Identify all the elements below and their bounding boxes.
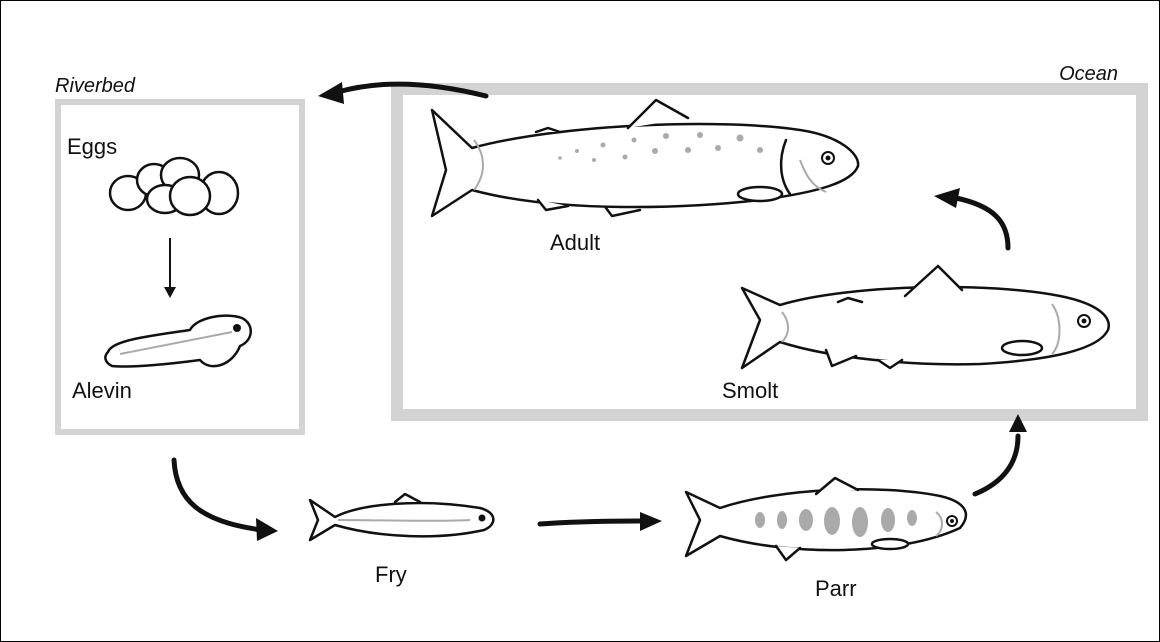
eggs-to-alevin-arrow	[164, 238, 176, 298]
parr-label: Parr	[815, 576, 857, 601]
smolt-label: Smolt	[722, 378, 778, 403]
ocean-zone-label: Ocean	[1059, 63, 1118, 85]
eggs-label: Eggs	[67, 134, 117, 159]
alevin-label: Alevin	[72, 378, 132, 403]
fry-label: Fry	[375, 562, 407, 587]
parr-illustration	[686, 478, 966, 560]
alevin-illustration	[105, 316, 250, 367]
fry-to-parr-arrow	[540, 512, 662, 531]
smolt-to-adult-arrow	[934, 188, 1008, 248]
adult-illustration	[432, 100, 858, 216]
eggs-illustration	[110, 158, 238, 215]
adult-label: Adult	[550, 230, 600, 255]
parr-to-smolt-arrow	[975, 414, 1027, 494]
alevin-to-fry-arrow	[174, 460, 278, 541]
smolt-illustration	[742, 266, 1109, 368]
fry-illustration	[310, 494, 493, 540]
riverbed-zone-label: Riverbed	[55, 75, 136, 97]
